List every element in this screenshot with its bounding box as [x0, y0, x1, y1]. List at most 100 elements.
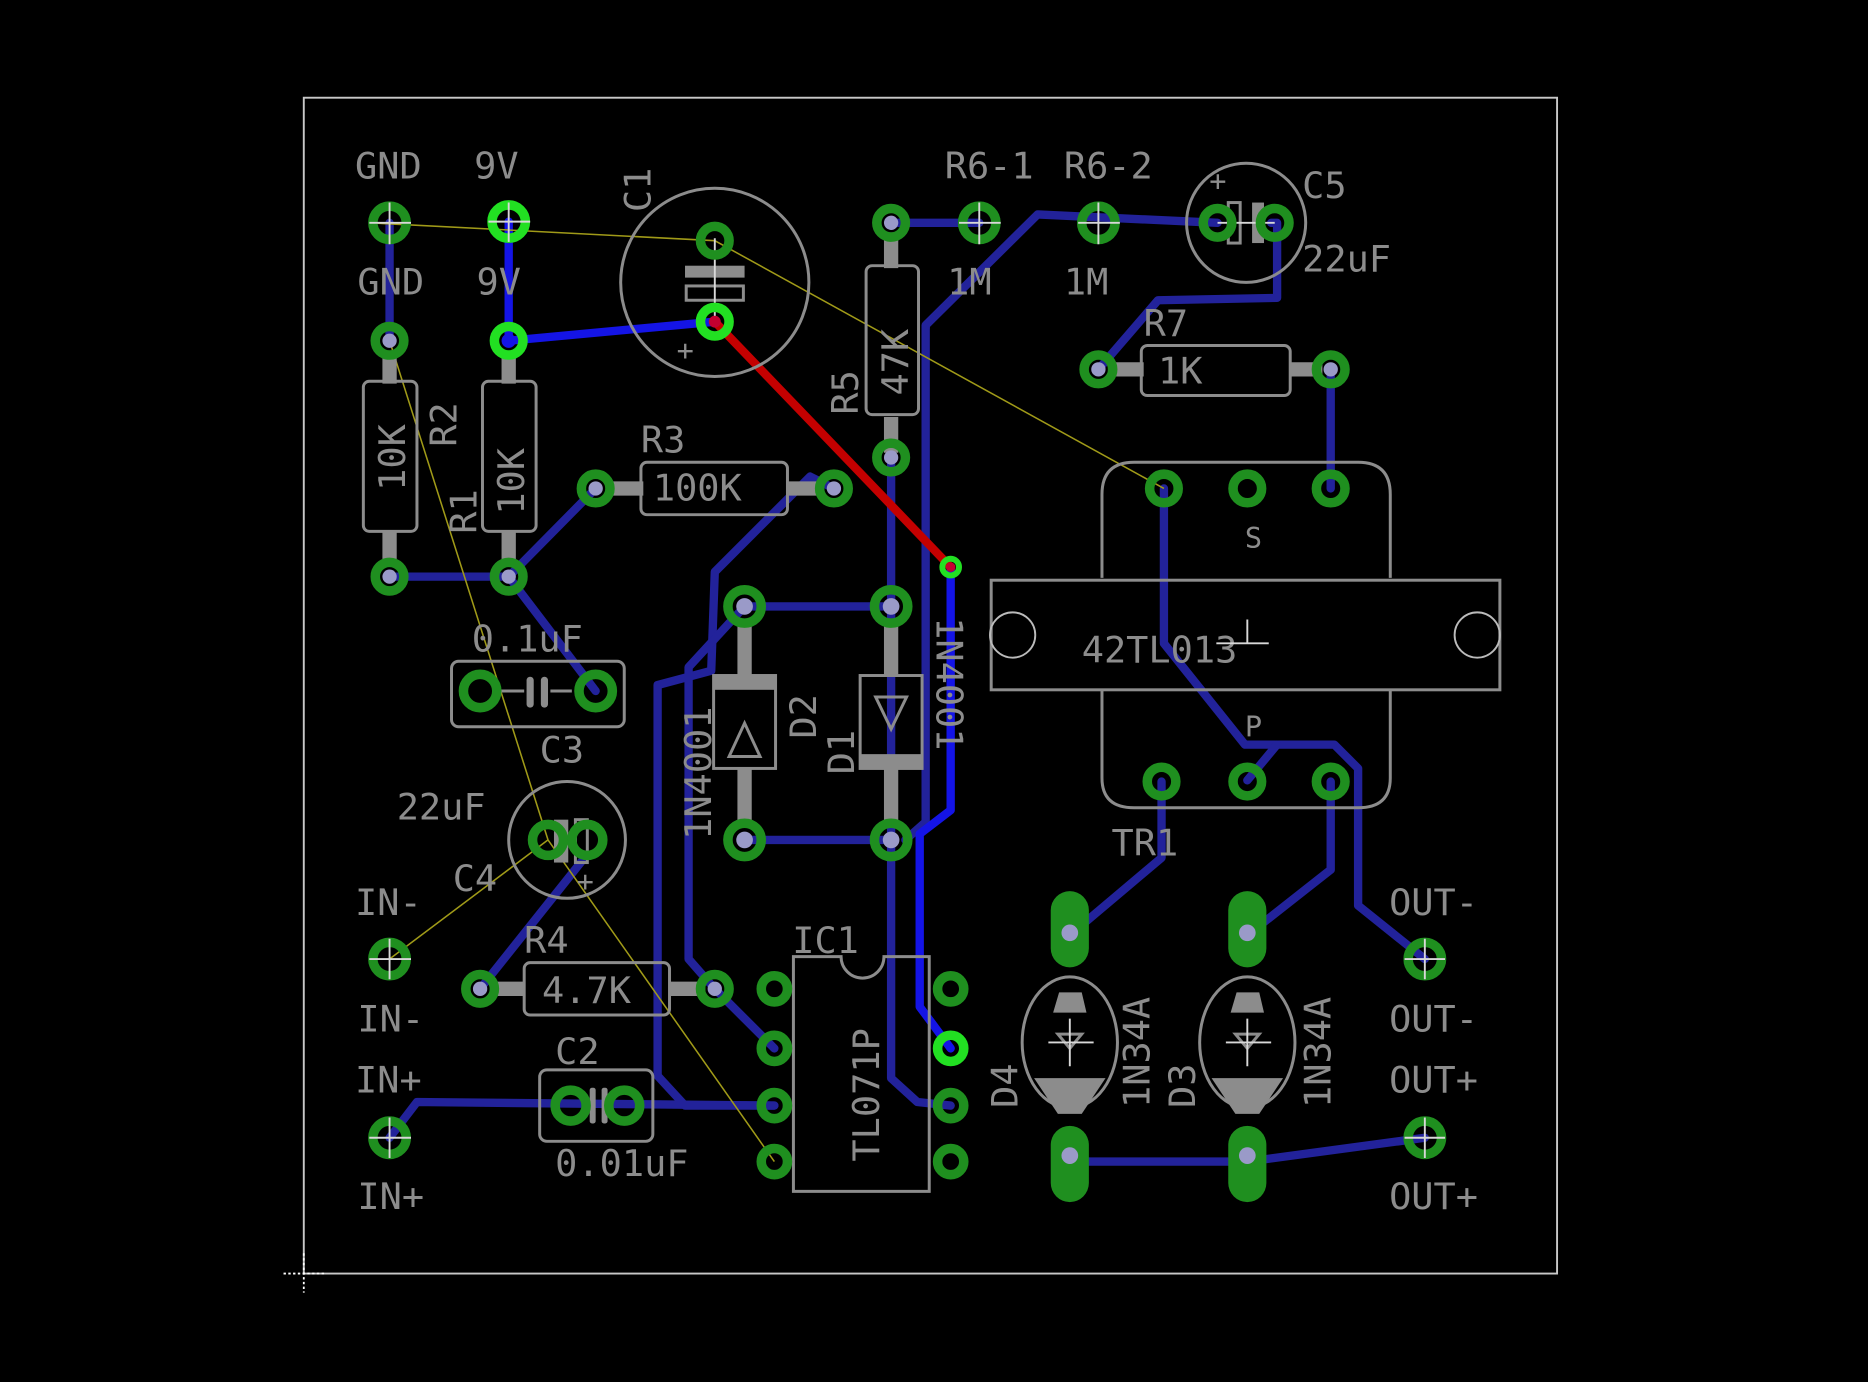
pad [932, 970, 969, 1007]
trace [1094, 218, 1282, 374]
capacitor-c4[interactable]: + 22uF C4 [397, 780, 627, 901]
d2-label: D2 [782, 694, 825, 738]
pad [872, 203, 911, 242]
round-pads [368, 200, 1447, 1180]
pad [932, 1087, 969, 1124]
pad [1311, 469, 1350, 508]
nine-v-label: 9V [477, 260, 521, 303]
resistor-r7[interactable]: 1K R7 [1107, 302, 1323, 398]
trace [684, 602, 779, 1053]
r1-value: 10K [490, 447, 533, 514]
gnd-label: GND [355, 145, 422, 188]
pad [1198, 203, 1237, 242]
resistor-r3[interactable]: 100K R3 [607, 419, 823, 517]
d4-label: D4 [983, 1063, 1026, 1107]
pad [461, 969, 500, 1008]
c5-plus-mark: + [1209, 164, 1226, 198]
origin-marker [283, 1253, 325, 1293]
out-minus-label: OUT- [1389, 881, 1478, 924]
tr1-secondary-mark: S [1245, 521, 1262, 555]
pad [695, 969, 734, 1008]
pad [756, 1030, 793, 1067]
pad [458, 669, 502, 713]
ic1-value: TL071P [845, 1028, 888, 1161]
top-trace [710, 317, 955, 572]
r7-value: 1K [1158, 350, 1203, 393]
trace [504, 572, 600, 696]
tr1-value: 42TL013 [1082, 628, 1238, 671]
out-minus-label: OUT- [1389, 998, 1478, 1041]
diode-d4[interactable]: D4 1N34A [983, 975, 1159, 1114]
r7-label: R7 [1144, 302, 1188, 345]
pad [723, 818, 767, 862]
pad [576, 469, 615, 508]
gnd-label: GND [357, 260, 424, 303]
out-plus-label: OUT+ [1389, 1175, 1478, 1218]
c5-value: 22uF [1302, 238, 1391, 281]
c4-value: 22uF [397, 786, 486, 829]
r5-value: 47K [874, 328, 917, 395]
r5-label: R5 [824, 370, 867, 414]
pad [695, 302, 734, 341]
d4-value: 1N34A [1116, 997, 1159, 1108]
in-plus-label: IN+ [357, 1175, 424, 1218]
pad [1228, 762, 1267, 801]
diode-d3[interactable]: D3 1N34A [1161, 975, 1340, 1114]
c4-label: C4 [453, 857, 497, 900]
r3-value: 100K [653, 466, 743, 509]
ic-ic1[interactable]: IC1 TL071P [791, 919, 931, 1193]
pad [695, 221, 734, 260]
capacitor-c3[interactable]: 0.1uF C3 [450, 618, 626, 772]
pad [1311, 762, 1350, 801]
pad [489, 321, 528, 360]
c5-label: C5 [1302, 164, 1346, 207]
r6-1-value: 1M [947, 260, 991, 303]
pads[interactable] [368, 200, 1447, 1203]
r4-label: R4 [524, 919, 568, 962]
out-plus-label: OUT+ [1389, 1058, 1478, 1101]
d2-value: 1N4001 [677, 707, 720, 840]
origin-crosses [369, 202, 1446, 1159]
pad [1255, 203, 1294, 242]
diode-d2[interactable]: D2 1N4001 [677, 619, 825, 840]
r6-2-value: 1M [1064, 260, 1108, 303]
pad [489, 557, 528, 596]
connector-labels: GND 9V GND 9V IN- IN- IN+ IN+ OUT- OUT- … [355, 145, 1478, 1218]
airwire [389, 839, 549, 960]
c1-label: C1 [616, 168, 659, 212]
c1-plus-mark: + [677, 333, 694, 367]
r2-label: R2 [422, 402, 465, 446]
pad [567, 819, 608, 861]
d1-value: 1N4001 [927, 617, 970, 750]
pad [814, 469, 853, 508]
pad [1228, 469, 1267, 508]
pad [869, 818, 913, 862]
c3-value: 0.1uF [472, 618, 583, 661]
capacitor-c2[interactable]: C2 0.01uF [538, 1030, 689, 1185]
board-outline [302, 96, 1559, 1275]
trace [1243, 777, 1335, 940]
pad [1311, 350, 1350, 389]
nine-v-label: 9V [474, 145, 518, 188]
capacitor-c1[interactable]: + C1 [616, 168, 811, 378]
trace [901, 323, 930, 845]
r6-1-label: R6-1 [945, 145, 1034, 188]
resistor-r5[interactable]: 47K R5 [824, 232, 921, 453]
c4-plus-mark: + [577, 864, 594, 898]
diode-d1[interactable]: D1 1N4001 [820, 617, 970, 826]
pad [932, 1030, 969, 1067]
pad [723, 584, 767, 628]
pad [370, 557, 409, 596]
via [939, 555, 962, 579]
in-plus-label: IN+ [355, 1058, 422, 1101]
c3-label: C3 [540, 728, 584, 771]
pad [1142, 762, 1181, 801]
pad [756, 1143, 793, 1180]
pad [604, 1085, 645, 1126]
pad [1079, 350, 1118, 389]
pad [756, 970, 793, 1007]
trace [504, 484, 600, 581]
transformer-tr1[interactable]: 42TL013 S P TR1 [989, 460, 1502, 864]
r4-value: 4.7K [542, 969, 632, 1012]
